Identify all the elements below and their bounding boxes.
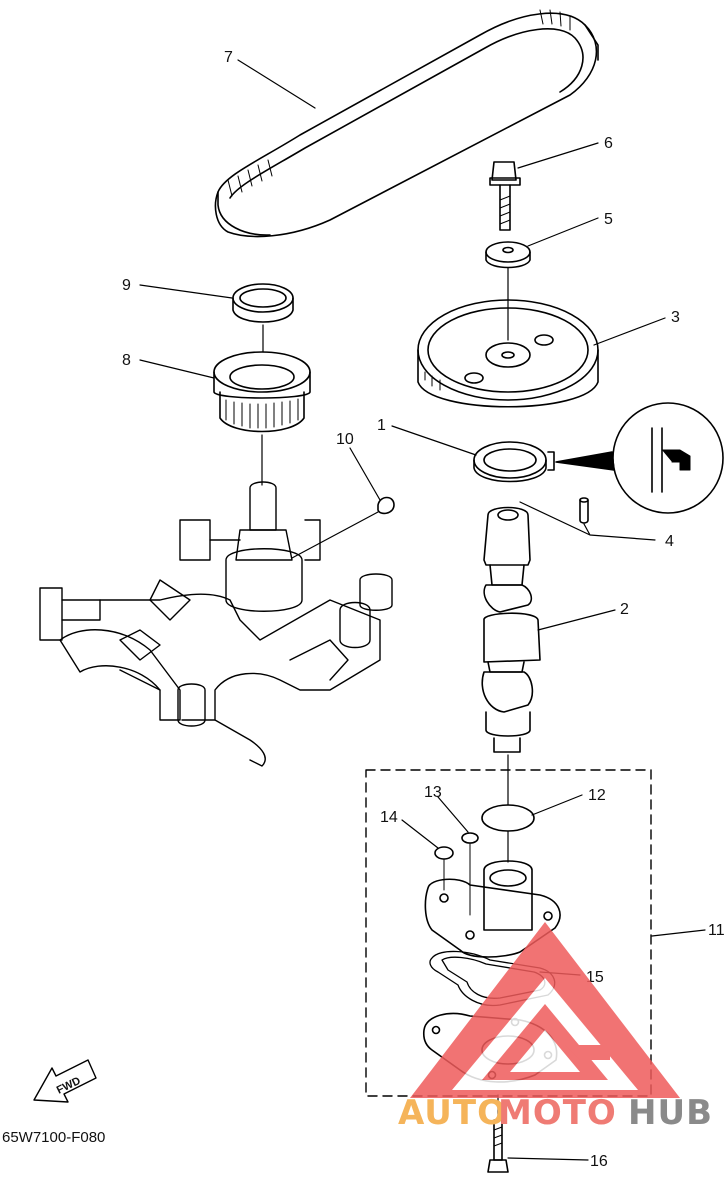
timing-belt xyxy=(214,9,599,238)
oil-pump-body xyxy=(424,860,561,958)
diagram-code: 65W7100-F080 xyxy=(2,1129,105,1146)
watermark-moto: MOTO xyxy=(498,1093,617,1133)
callout-7: 7 xyxy=(224,49,233,66)
ring-9 xyxy=(232,283,294,323)
o-ring-13 xyxy=(461,832,479,844)
callout-16: 16 xyxy=(590,1153,608,1170)
callout-13: 13 xyxy=(424,784,442,801)
key-10 xyxy=(377,496,395,515)
callout-6: 6 xyxy=(604,135,613,152)
leader-10b xyxy=(291,511,379,559)
oil-seal-1 xyxy=(473,441,547,483)
bolt-16 xyxy=(487,1119,509,1173)
dowel-pin-4 xyxy=(579,497,589,524)
callout-5: 5 xyxy=(604,211,613,228)
callout-4: 4 xyxy=(665,533,674,550)
watermark-hub: HUB xyxy=(628,1093,713,1133)
sprocket-8 xyxy=(213,351,311,433)
fwd-label: FWD xyxy=(55,1075,83,1097)
callout-labels: 7 6 5 3 1 4 2 9 8 10 12 13 14 15 11 16 xyxy=(122,49,725,1170)
watermark-logo xyxy=(410,922,680,1098)
watermark-auto: AUTO xyxy=(398,1093,507,1133)
seal-detail-callout xyxy=(547,402,724,514)
callout-9: 9 xyxy=(122,277,131,294)
watermark-text: AUTO MOTO HUB xyxy=(398,1093,713,1133)
callout-8: 8 xyxy=(122,352,131,369)
bolt-6 xyxy=(489,161,521,231)
callout-12: 12 xyxy=(588,787,606,804)
washer-5 xyxy=(485,241,531,269)
camshaft-2 xyxy=(481,506,541,753)
o-ring-14 xyxy=(434,846,454,860)
callout-11: 11 xyxy=(708,922,725,939)
callout-3: 3 xyxy=(671,309,680,326)
leader-lines xyxy=(139,59,706,1161)
callout-2: 2 xyxy=(620,601,629,618)
callout-14: 14 xyxy=(380,809,398,826)
forward-direction-arrow: FWD xyxy=(33,1059,97,1103)
cylinder-head xyxy=(39,481,393,767)
o-ring-12 xyxy=(481,804,535,832)
callout-10: 10 xyxy=(336,431,354,448)
callout-1: 1 xyxy=(377,417,386,434)
